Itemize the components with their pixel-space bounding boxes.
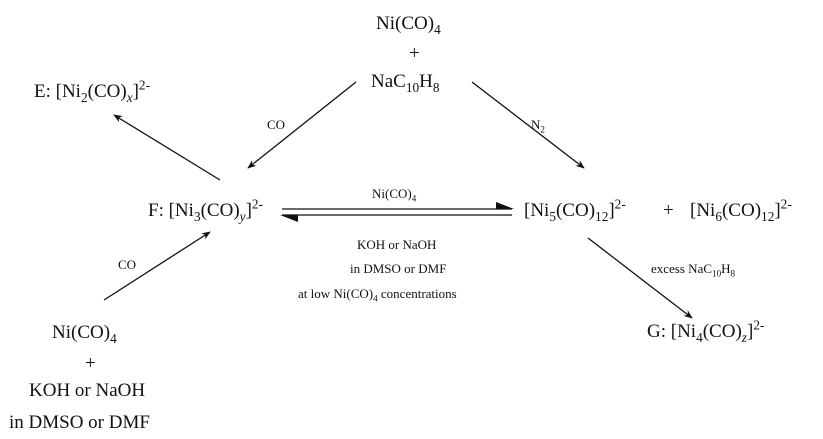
- label-equilibrium-nico4: Ni(CO)4: [372, 186, 417, 204]
- arrow-Ni5-to-G: [587, 237, 693, 319]
- arrow-to-Ni5-from-top: [471, 81, 585, 169]
- compound-Ni5: [Ni5(CO)12]2-: [524, 196, 626, 224]
- bottom-reagent-solvent: in DMSO or DMF: [9, 412, 150, 433]
- label-n2: N2: [531, 117, 545, 135]
- arrow-F-to-E: [113, 114, 221, 181]
- equilibrium-reverse-head: [280, 215, 298, 222]
- condition-solvent: in DMSO or DMF: [350, 261, 447, 276]
- compound-G: G: [Ni4(CO)z]2-: [647, 317, 765, 345]
- bottom-reagent-base: KOH or NaOH: [29, 380, 146, 401]
- label-co-top: CO: [267, 117, 286, 132]
- label-co-bottom: CO: [118, 257, 137, 272]
- top-plus: +: [409, 43, 420, 64]
- condition-concentration: at low Ni(CO)4 concentrations: [298, 286, 457, 304]
- top-reagent-nico4: Ni(CO)4: [376, 13, 441, 37]
- top-reagent-nac10h8: NaC10H8: [371, 71, 440, 95]
- equilibrium-forward-head: [496, 202, 514, 209]
- compound-E: E: [Ni2(CO)x]2-: [34, 77, 150, 105]
- arrow-to-F-from-top: [247, 81, 357, 169]
- bottom-reagent-nico4: Ni(CO)4: [52, 322, 117, 346]
- compound-Ni6: [Ni6(CO)12]2-: [690, 196, 792, 224]
- arrow-bottom-to-F: [103, 231, 211, 301]
- bottom-plus: +: [85, 353, 96, 374]
- label-excess-nac10h8: excess NaC10H8: [651, 261, 736, 279]
- plus-middle: +: [663, 200, 674, 221]
- condition-base: KOH or NaOH: [357, 237, 437, 252]
- compound-F: F: [Ni3(CO)y]2-: [148, 196, 263, 224]
